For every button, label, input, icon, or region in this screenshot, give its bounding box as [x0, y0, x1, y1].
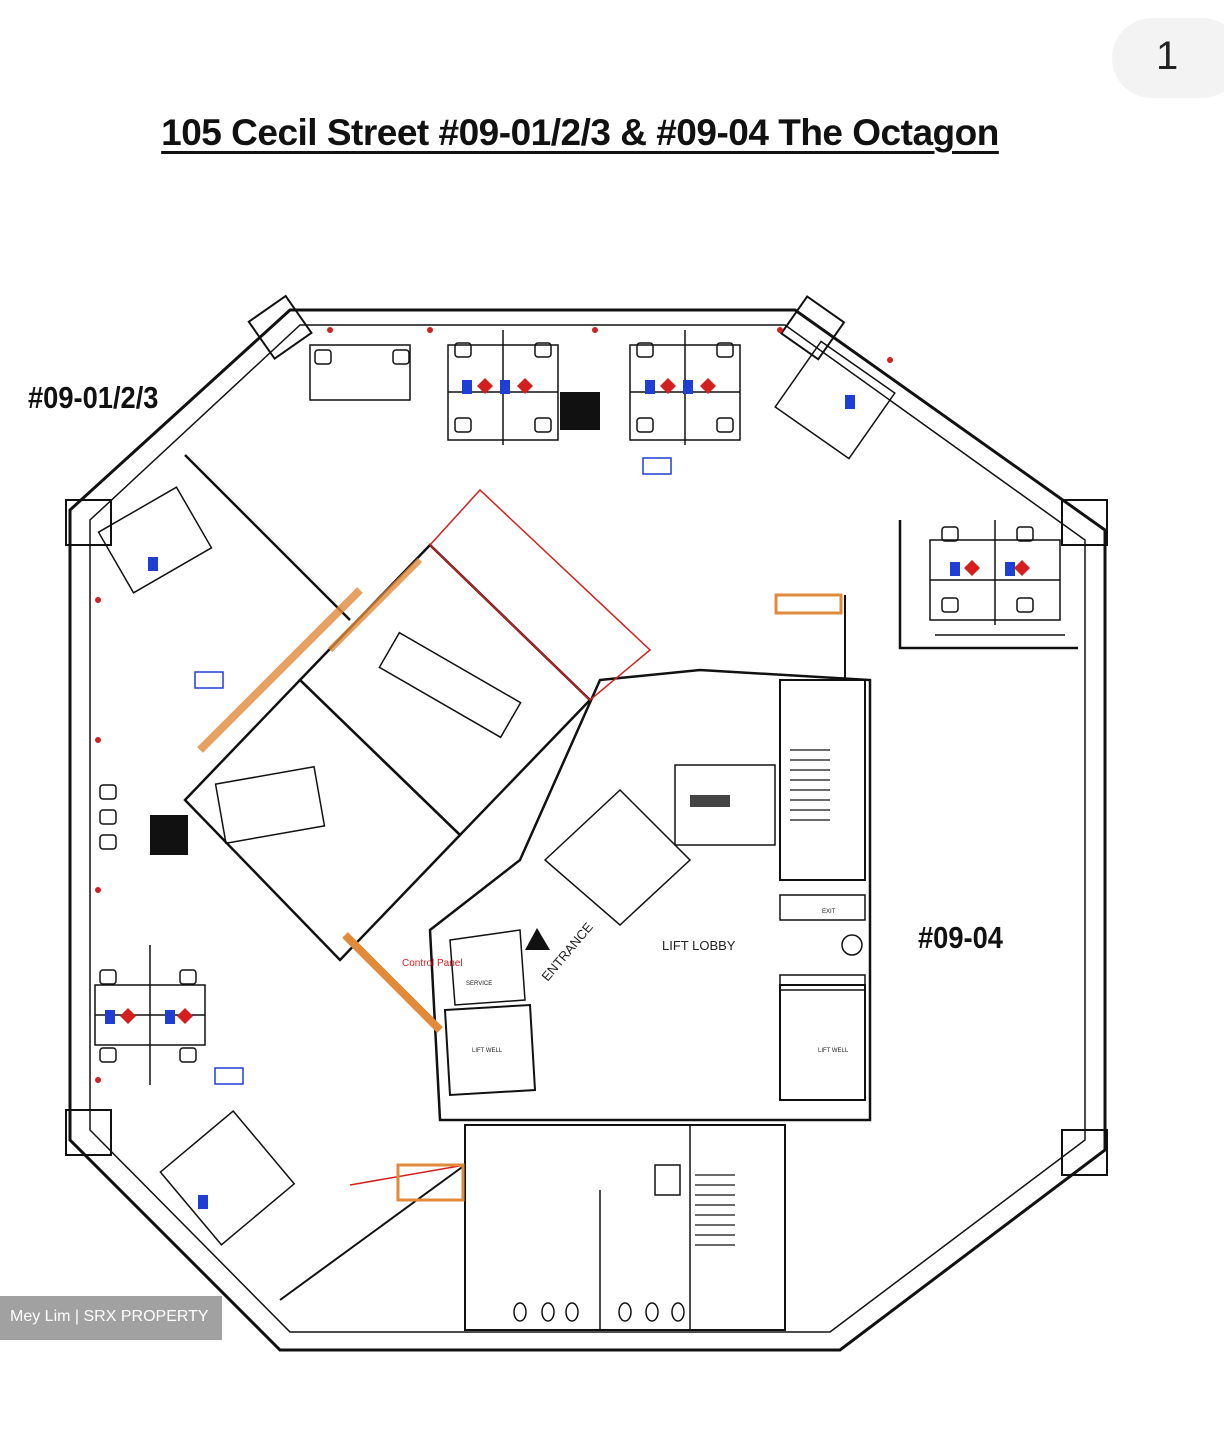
page-number: 1: [1156, 34, 1179, 78]
conference-room: [183, 678, 462, 962]
lift-well-right-label: LIFT WELL: [818, 1048, 849, 1054]
outer-wall: [68, 308, 1107, 1352]
service-label: SERVICE: [466, 981, 492, 987]
watermark-text: Mey Lim | SRX PROPERTY: [10, 1308, 209, 1325]
lift-well-right: [779, 984, 866, 1101]
entrance-arrow: [525, 928, 550, 950]
room-top: [428, 488, 652, 702]
unit-label-left: #09-01/2/3: [28, 380, 159, 415]
chairs: [99, 342, 1034, 1063]
lift-lobby-label: LIFT LOBBY: [662, 938, 736, 953]
core-lobby: [428, 668, 872, 1122]
workstations-top: [94, 330, 1061, 1246]
inner-wall: [89, 324, 1086, 1333]
entrance-label: ENTRANCE: [538, 919, 596, 984]
exit-label: EXIT: [822, 909, 836, 915]
lift-well-left-label: LIFT WELL: [472, 1048, 503, 1054]
stair-core: [779, 679, 866, 881]
lift-well-left: [443, 1003, 537, 1097]
unit-label-right: #09-04: [918, 920, 1003, 955]
watermark: Mey Lim | SRX PROPERTY: [0, 1296, 222, 1340]
meeting-room: [298, 543, 592, 837]
page-title: 105 Cecil Street #09-01/2/3 & #09-04 The…: [0, 112, 1160, 154]
electrical-marks-blue: [105, 380, 1015, 1209]
title-text: 105 Cecil Street #09-01/2/3 & #09-04 The…: [161, 112, 999, 153]
page-number-badge: 1: [1112, 18, 1224, 98]
electrical-marks-red: [95, 327, 1030, 1083]
toilet-block: [464, 1124, 786, 1331]
control-panel-label: Control Panel: [402, 958, 463, 969]
